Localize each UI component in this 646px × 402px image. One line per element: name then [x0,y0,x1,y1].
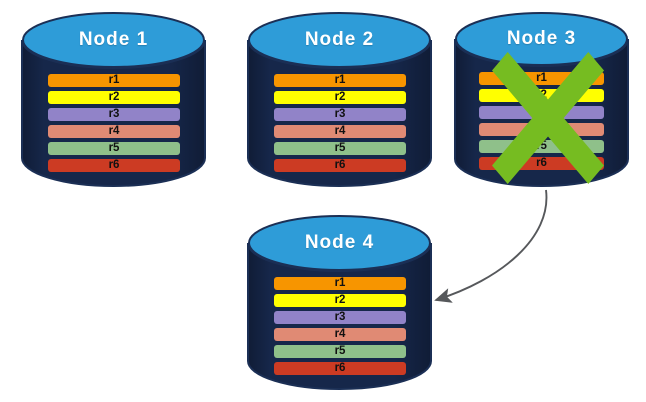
cylinder-top-cap [455,12,628,66]
row-bar[interactable]: r3 [479,106,604,119]
row-bar[interactable]: r5 [479,140,604,153]
row-bar[interactable]: r2 [274,294,406,307]
row-bar[interactable]: r4 [48,125,180,138]
row-bar[interactable]: r2 [274,91,406,104]
cylinder-top-cap [248,12,431,68]
row-bar[interactable]: r5 [48,142,180,155]
row-bar[interactable]: r6 [274,362,406,375]
row-bar[interactable]: r2 [479,89,604,102]
replication-arrow [434,189,548,303]
row-bar[interactable]: r1 [274,277,406,290]
row-bar[interactable]: r6 [479,157,604,170]
row-bar[interactable]: r3 [274,108,406,121]
row-bar[interactable]: r1 [274,74,406,87]
row-bar[interactable]: r4 [479,123,604,136]
row-bar[interactable]: r2 [48,91,180,104]
row-bar[interactable]: r6 [274,159,406,172]
row-bar[interactable]: r1 [479,72,604,85]
row-list: r1 r2 r3 r4 r5 r6 [479,72,604,170]
cylinder-top-cap [22,12,205,68]
row-bar[interactable]: r5 [274,345,406,358]
row-bar[interactable]: r1 [48,74,180,87]
cylinder-top-cap [248,215,431,271]
row-bar[interactable]: r5 [274,142,406,155]
row-list: r1 r2 r3 r4 r5 r6 [274,277,406,375]
row-bar[interactable]: r3 [48,108,180,121]
row-bar[interactable]: r4 [274,328,406,341]
row-bar[interactable]: r3 [274,311,406,324]
row-bar[interactable]: r4 [274,125,406,138]
row-list: r1 r2 r3 r4 r5 r6 [48,74,180,172]
row-bar[interactable]: r6 [48,159,180,172]
row-list: r1 r2 r3 r4 r5 r6 [274,74,406,172]
